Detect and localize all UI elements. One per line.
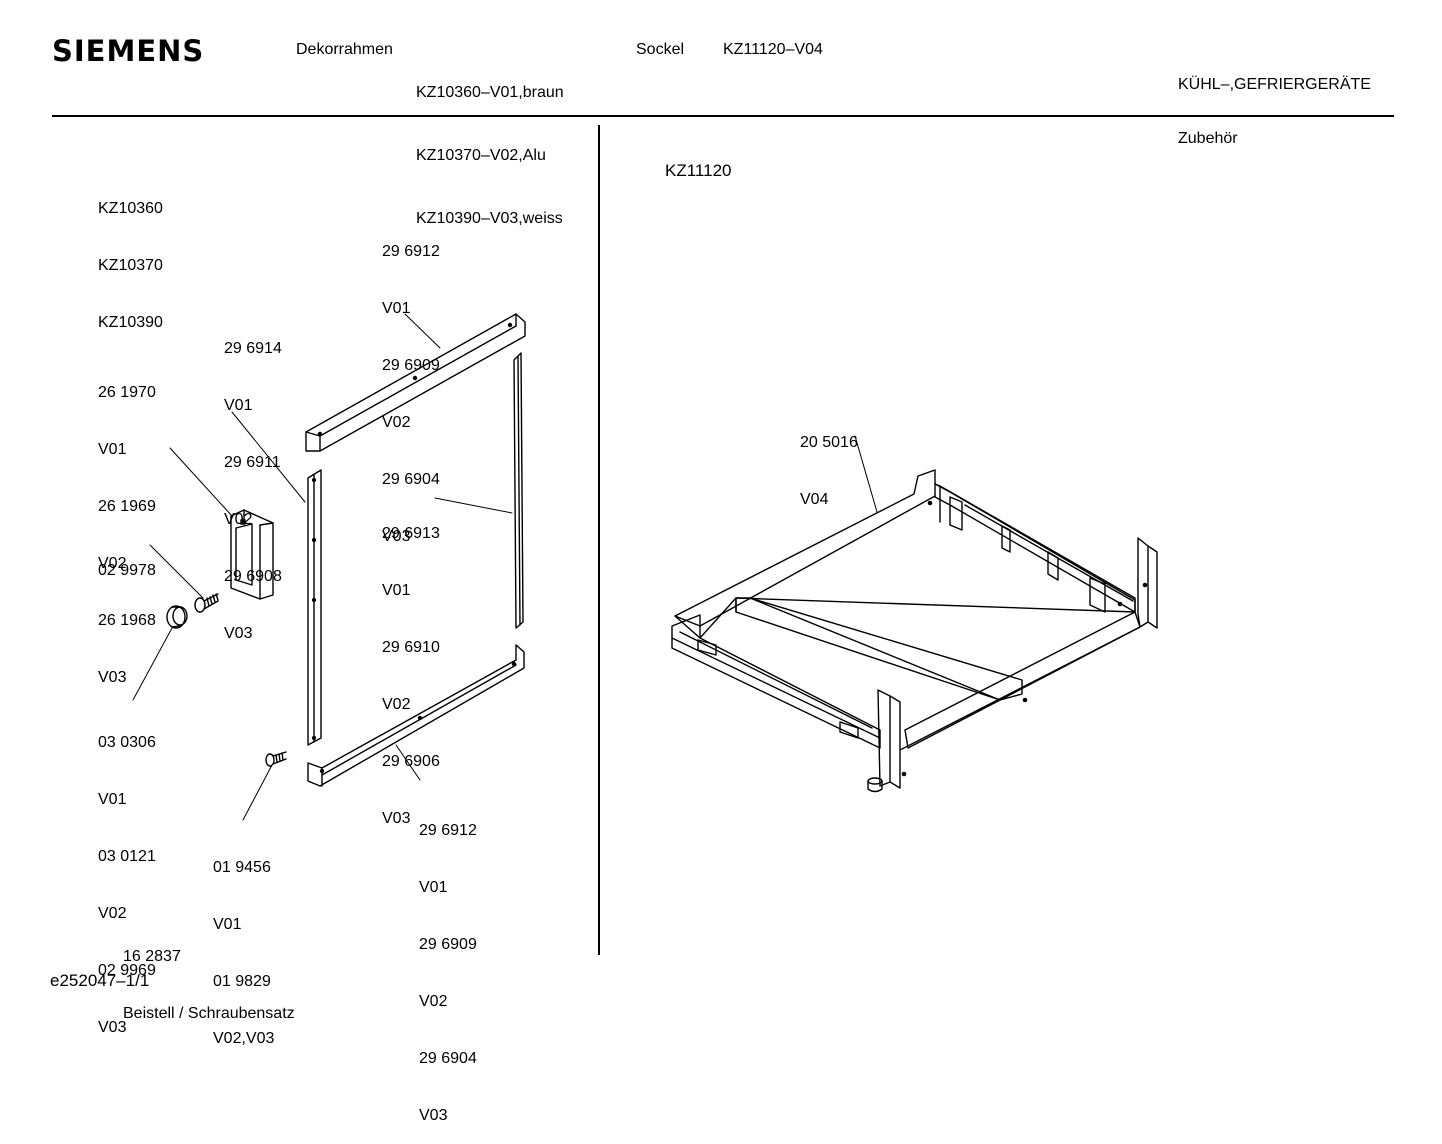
group2-title: Sockel xyxy=(636,41,685,58)
exploded-drawing xyxy=(132,313,1158,821)
variant: V03 xyxy=(98,669,127,686)
variant: V01 xyxy=(382,300,411,317)
leader-lines-left xyxy=(132,313,513,821)
variant: V01 xyxy=(419,879,448,896)
part-number: 03 0121 xyxy=(98,848,156,865)
variant: V01 xyxy=(98,791,127,808)
group1-model: KZ10360–V01,braun xyxy=(416,84,564,101)
part-number: 29 6913 xyxy=(382,525,440,542)
part-number: 29 6914 xyxy=(224,340,282,357)
part-number: 26 1968 xyxy=(98,612,156,629)
leader-line-base xyxy=(854,435,878,513)
variant: V02 xyxy=(382,696,411,713)
part-number: 16 2837 xyxy=(123,948,181,965)
part-number: 29 6912 xyxy=(419,822,477,839)
doc-id: e252047–1/1 xyxy=(50,971,150,990)
category-title: KÜHL–,GEFRIERGERÄTE Zubehör xyxy=(1178,40,1371,166)
group1-model: KZ10390–V03,weiss xyxy=(416,210,563,227)
group1-title: Dekorrahmen xyxy=(296,41,393,58)
handle xyxy=(230,509,274,600)
part-number: 29 6910 xyxy=(382,639,440,656)
small-screw-icon xyxy=(265,751,287,767)
part-number: 01 9456 xyxy=(213,859,271,876)
variant: V04 xyxy=(800,491,829,508)
part-number: 29 6911 xyxy=(224,454,281,471)
part-number: 26 1970 xyxy=(98,384,156,401)
variant: V02 xyxy=(98,555,127,572)
left-strip xyxy=(307,469,322,746)
callout-kit: 16 2837 Beistell / Schraubensatz xyxy=(123,909,295,1042)
variant: V03 xyxy=(382,810,411,827)
variant: V03 xyxy=(382,528,411,545)
siemens-logo: SIEMENS xyxy=(52,34,205,68)
left-model-list: KZ10360 KZ10370 KZ10390 xyxy=(98,161,163,351)
group1-models: KZ10360–V01,braun KZ10370–V02,Alu KZ1039… xyxy=(416,40,564,250)
variant: V01 xyxy=(98,441,127,458)
subcategory: Zubehör xyxy=(1178,130,1238,147)
variant: V01 xyxy=(213,916,242,933)
model-number: KZ10390 xyxy=(98,314,163,331)
part-number: 29 6912 xyxy=(382,243,440,260)
part-description: Beistell / Schraubensatz xyxy=(123,1005,295,1022)
variant: V02 xyxy=(419,993,448,1010)
variant: V01 xyxy=(224,397,253,414)
variant: V03 xyxy=(419,1107,448,1124)
variant: V02 xyxy=(382,414,411,431)
callout-right-strip: 29 6913 V01 29 6910 V02 29 6906 V03 xyxy=(382,486,440,847)
callout-handle: 26 1970 V01 26 1969 V02 26 1968 V03 xyxy=(98,345,156,706)
part-number: 29 6904 xyxy=(382,471,440,488)
part-number: 26 1969 xyxy=(98,498,156,515)
base-frame xyxy=(671,469,1158,793)
header-divider xyxy=(52,115,1394,117)
part-number: 29 6909 xyxy=(419,936,477,953)
model-number: KZ10360 xyxy=(98,200,163,217)
group1-model: KZ10370–V02,Alu xyxy=(416,147,546,164)
part-number: 02 9969 xyxy=(98,962,156,979)
bottom-rail xyxy=(307,644,525,787)
variant: V03 xyxy=(224,625,253,642)
cap-icon xyxy=(166,605,188,629)
part-number: 29 6904 xyxy=(419,1050,477,1067)
right-model: KZ11120 xyxy=(665,161,732,180)
callout-base: 20 5016 V04 xyxy=(800,395,858,528)
part-number: 03 0306 xyxy=(98,734,156,751)
part-number: 29 6906 xyxy=(382,753,440,770)
callout-cap: 03 0306 V01 03 0121 V02 02 9969 V03 xyxy=(98,695,156,1056)
top-rail xyxy=(305,313,526,452)
model-number: KZ10370 xyxy=(98,257,163,274)
part-number: 02 9978 xyxy=(98,562,156,579)
group2-model: KZ11120–V04 xyxy=(723,41,823,58)
part-number: 01 9829 xyxy=(213,973,271,990)
category: KÜHL–,GEFRIERGERÄTE xyxy=(1178,76,1371,93)
panel-divider xyxy=(598,125,600,955)
variant: V01 xyxy=(382,582,411,599)
callout-screw: 02 9978 xyxy=(98,523,156,599)
screw-icon xyxy=(194,593,219,613)
right-strip xyxy=(513,352,524,629)
variant: V02 xyxy=(98,905,127,922)
part-number: 20 5016 xyxy=(800,434,858,451)
